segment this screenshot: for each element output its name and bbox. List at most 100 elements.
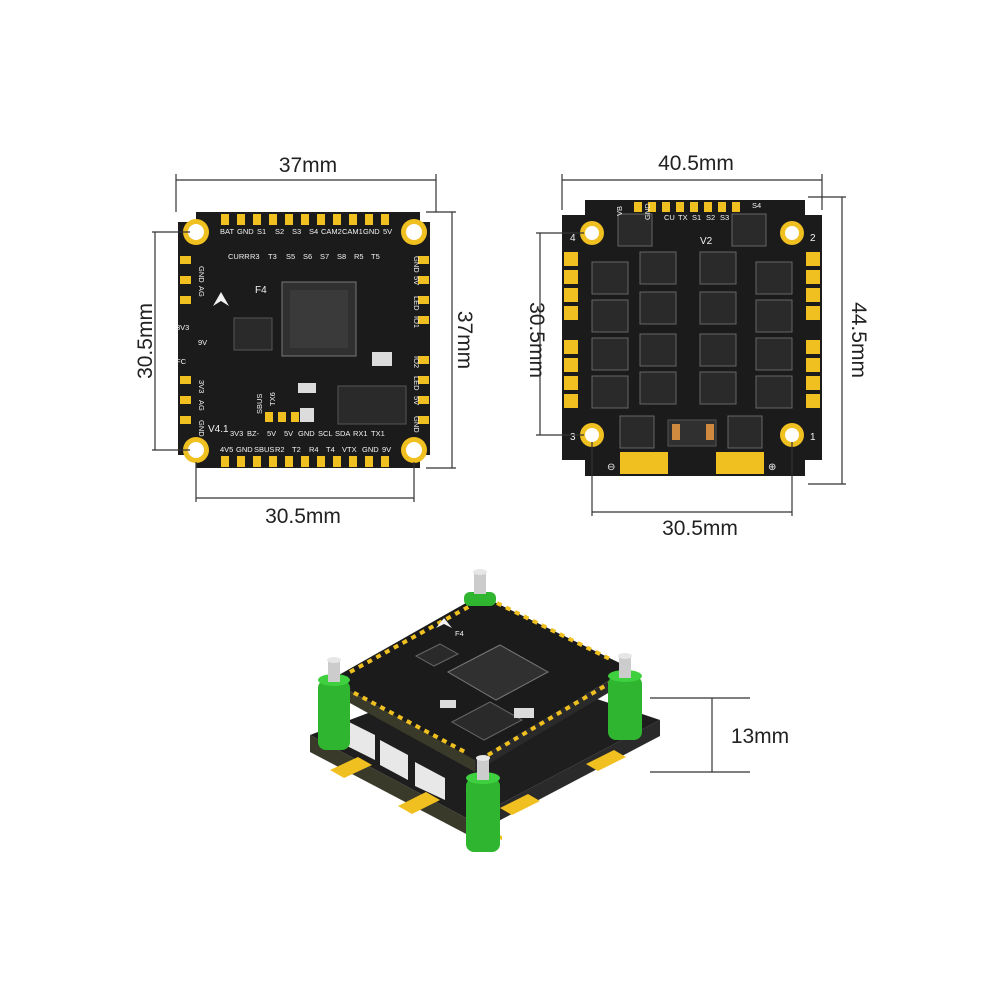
fc-width-dimension: 37mm: [279, 154, 337, 177]
fc-board: BAT GND S1 S2 S3 S4 CAM2 CAM1 GND 5V CUR…: [176, 212, 430, 468]
fc-bottom-label: 9V: [382, 445, 391, 454]
esc-positive-symbol: ⊕: [768, 462, 776, 473]
esc-width-dimension: 40.5mm: [658, 152, 734, 175]
fc-bottom-inner-label: RX1: [353, 429, 368, 438]
fc-second-label: R3: [250, 252, 260, 261]
fc-second-label: T5: [371, 252, 380, 261]
fc-small-label: SBUS: [255, 394, 264, 414]
standoff-left: [318, 657, 350, 750]
fc-bottom-inner-label: TX1: [371, 429, 385, 438]
fc-left-label: GND: [197, 266, 206, 283]
fc-left-label: 3V3: [197, 380, 206, 393]
standoff-front: [466, 755, 500, 852]
fc-mount-hole-center: [406, 442, 422, 458]
fc-mount-hole-center: [188, 442, 204, 458]
fc-left-pads: [180, 256, 191, 424]
stack-view: F4: [310, 569, 660, 852]
fc-left-label: AG: [197, 400, 206, 411]
fc-mcu-die: [290, 290, 348, 348]
fc-right-label: IO2: [412, 356, 421, 368]
fc-bottom-inner-label: 5V: [284, 429, 293, 438]
fc-component: [372, 352, 392, 366]
esc-left-pads: [564, 252, 578, 408]
fc-right-label: LED: [412, 376, 421, 391]
fc-right-pads: [418, 256, 429, 424]
esc-battery-pad-positive: [716, 452, 764, 474]
fc-bottom-inner-label: 5V: [267, 429, 276, 438]
esc-height-dimension: 44.5mm: [847, 302, 870, 378]
fc-top-label: S3: [292, 227, 301, 236]
esc-top-label: S2: [706, 213, 715, 222]
fc-bottom-label: GND: [362, 445, 379, 454]
esc-mosfets: [591, 213, 793, 449]
esc-corner-number: 2: [810, 233, 816, 244]
fc-right-label: LED: [412, 296, 421, 311]
fc-bottom-inner-label: 3V3: [230, 429, 243, 438]
fc-arrow-logo: [213, 292, 229, 306]
fc-right-label: GND: [412, 416, 421, 433]
fc-dimension-lines: [152, 174, 456, 502]
esc-top-pads: [634, 202, 740, 212]
stack-connector: [380, 740, 408, 780]
fc-bottom-label: R4: [309, 445, 319, 454]
esc-battery-pad-negative: [620, 452, 668, 474]
stack-esc-pads: [330, 750, 626, 815]
fc-left-label: FC: [176, 357, 187, 366]
stack-connector: [415, 762, 445, 800]
fc-second-label: S8: [337, 252, 346, 261]
fc-bottom-pads: [221, 456, 389, 467]
esc-top-label: GND: [643, 203, 652, 220]
standoff-back: [464, 569, 496, 606]
fc-left-label: GND: [197, 420, 206, 437]
fc-mount-v-dimension: 30.5mm: [134, 303, 157, 379]
esc-top-label: S1: [692, 213, 701, 222]
fc-bottom-label: 4V5: [220, 445, 233, 454]
fc-component: [298, 383, 316, 393]
fc-bottom-label: GND: [236, 445, 253, 454]
fc-top-label: S1: [257, 227, 266, 236]
fc-top-label: 5V: [383, 227, 392, 236]
fc-top-label: CAM2: [321, 227, 342, 236]
esc-corner-number: 3: [570, 432, 576, 443]
fc-chip: [337, 385, 407, 425]
fc-small-label: 9V: [198, 338, 207, 347]
fc-top-label: GND: [363, 227, 380, 236]
stack-chip: [450, 701, 524, 741]
fc-right-label: 5V: [412, 276, 421, 285]
stack-chip-label: F4: [455, 629, 464, 638]
fc-second-label: R5: [354, 252, 364, 261]
fc-left-label: 3V3: [176, 323, 189, 332]
fc-bottom-inner-label: SCL: [318, 429, 333, 438]
standoff-right: [608, 653, 642, 740]
fc-height-dimension: 37mm: [453, 311, 476, 369]
esc-board: V2 VB GND CU TX S1 S2 S3 S4 4 2 3 1 ⊖ ⊕: [562, 200, 822, 476]
fc-bottom-inner-label: BZ-: [247, 429, 260, 438]
stack-arrow-logo: [436, 618, 452, 628]
fc-bottom-inner-label: SDA: [335, 429, 350, 438]
fc-top-label: S2: [275, 227, 284, 236]
fc-small-label: TX6: [268, 392, 277, 406]
esc-dimension-lines: [536, 174, 846, 516]
esc-version: V2: [700, 236, 713, 247]
fc-top-pads: [221, 214, 389, 225]
fc-second-label: CURR: [228, 252, 250, 261]
esc-top-label: CU: [664, 213, 675, 222]
esc-right-pads: [806, 252, 820, 408]
fc-chip-label: F4: [255, 285, 267, 296]
fc-top-label: CAM1: [342, 227, 363, 236]
fc-bottom-label: SBUS: [254, 445, 274, 454]
fc-component: [300, 408, 314, 422]
esc-mount-h-dimension: 30.5mm: [662, 517, 738, 540]
esc-top-label: TX: [678, 213, 688, 222]
fc-second-label: S5: [286, 252, 295, 261]
stack-connector: [345, 720, 375, 760]
stack-fc-pad-rows: [344, 601, 617, 757]
fc-mount-hole-center: [188, 224, 204, 240]
fc-mount-hole-center: [406, 224, 422, 240]
fc-bottom-label: T4: [326, 445, 335, 454]
esc-mount-v-dimension: 30.5mm: [525, 302, 548, 378]
fc-second-label: T3: [268, 252, 277, 261]
fc-version: V4.1: [208, 424, 229, 435]
